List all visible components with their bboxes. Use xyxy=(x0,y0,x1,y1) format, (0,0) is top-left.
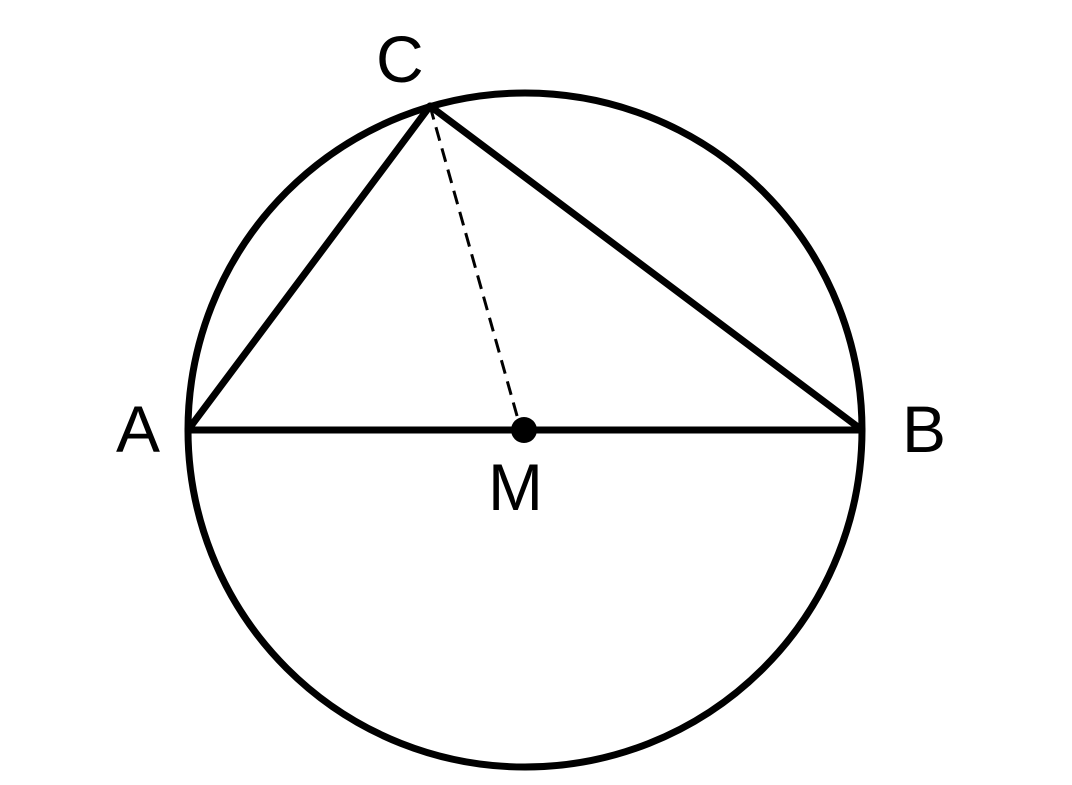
center-point-m xyxy=(511,417,537,443)
label-b: B xyxy=(902,392,946,466)
label-a: A xyxy=(116,392,160,466)
label-c: C xyxy=(376,22,424,96)
side-cb xyxy=(426,102,866,434)
dashed-radius-cm xyxy=(428,105,523,431)
label-m: M xyxy=(488,450,543,524)
side-ac xyxy=(184,102,434,434)
